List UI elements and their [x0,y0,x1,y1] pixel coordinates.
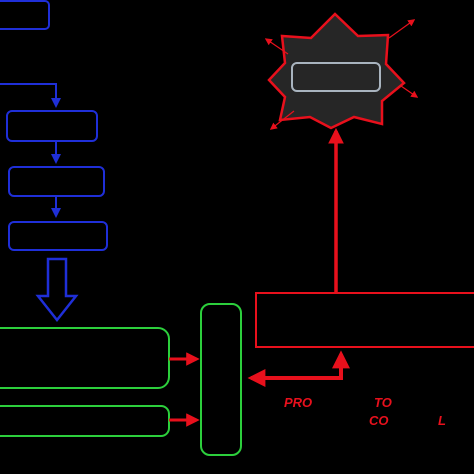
blue-process-box-3 [8,221,108,251]
burst-ray-top-right [388,19,416,39]
blue-connector-arrow-1 [0,83,61,108]
blue-process-box-1 [6,110,98,142]
blue-block-down-arrow [35,257,79,323]
label-to: TO [374,395,392,410]
label-pro: PRO [284,395,313,410]
starburst-inner-box [291,62,381,92]
green-input-box-small [0,405,170,437]
green-input-box-large [0,327,170,389]
blue-process-box-2 [8,166,105,197]
red-feedback-arrow [247,355,343,387]
burst-ray-bottom-right [400,85,419,98]
red-output-box [255,292,474,348]
label-l: L [438,413,446,428]
burst-ray-bottom-left [269,110,295,130]
green-merge-column [200,303,242,456]
blue-box-top-partial [0,0,50,30]
burst-ray-top-left [264,38,289,55]
label-co: CO [369,413,389,428]
